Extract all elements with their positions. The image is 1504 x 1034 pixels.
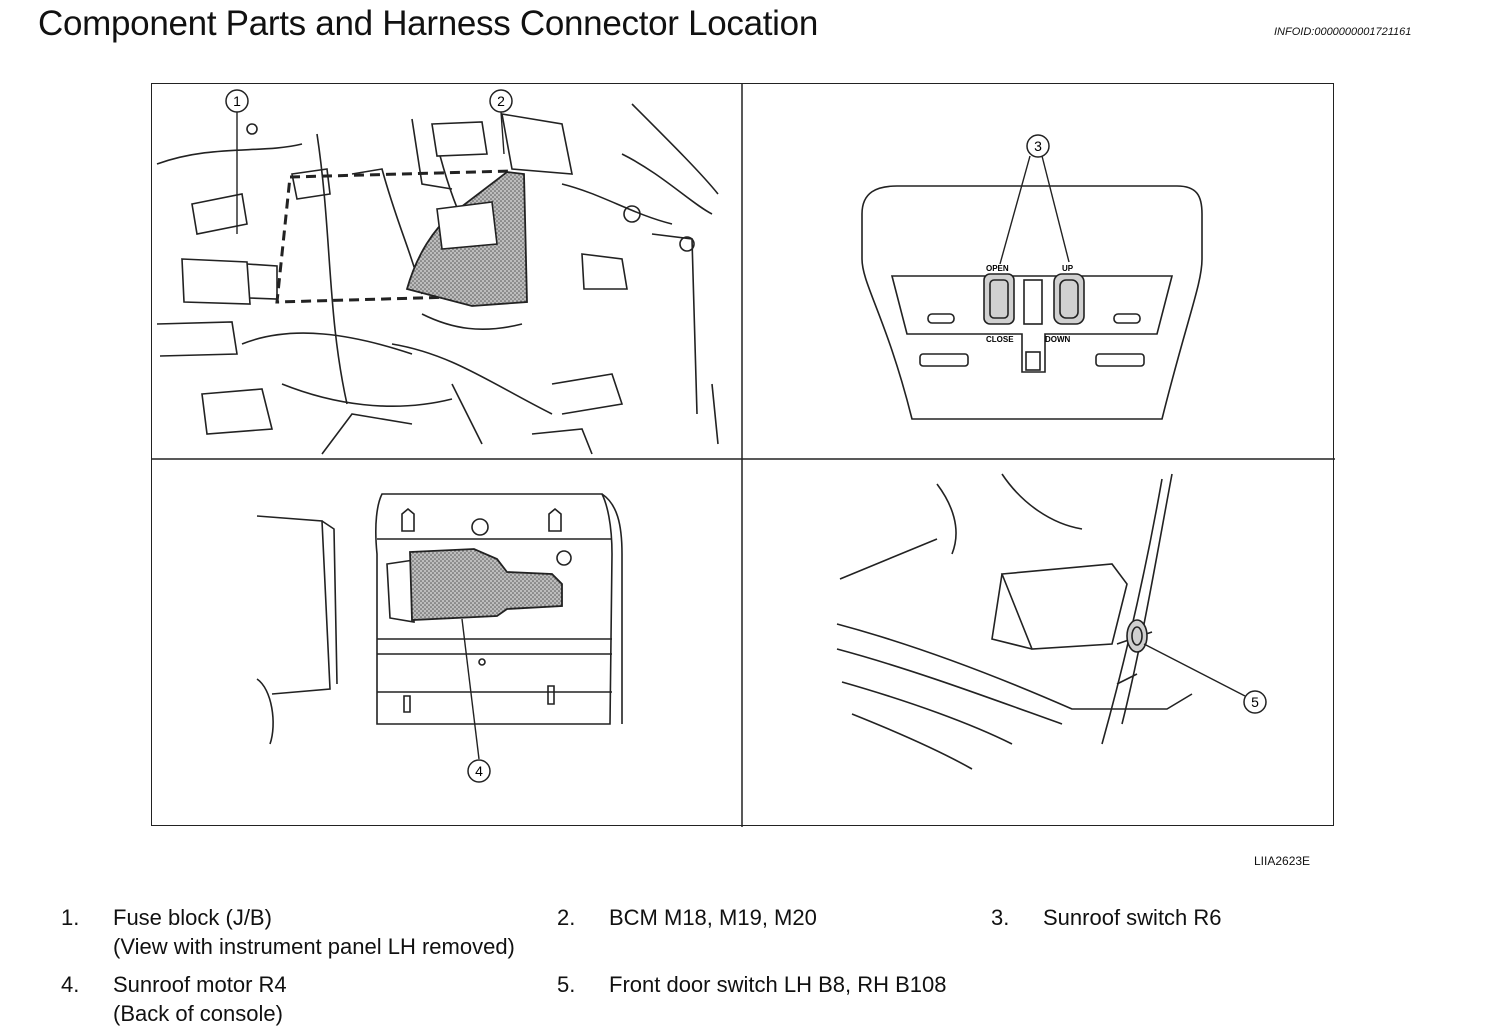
callout-circles xyxy=(225,89,1267,783)
callout-3 xyxy=(1026,134,1050,158)
figure-code: LIIA2623E xyxy=(1254,854,1311,868)
close-label: CLOSE xyxy=(986,335,1014,344)
callout-5 xyxy=(1243,690,1267,714)
legend-line1: BCM M18, M19, M20 xyxy=(609,905,817,930)
legend-number: 2. xyxy=(557,905,576,930)
panel-overhead-console xyxy=(861,185,1203,420)
legend-line1: Fuse block (J/B) xyxy=(113,905,272,930)
callout-5-label: 5 xyxy=(1251,694,1259,710)
legend-line1: Front door switch LH B8, RH B108 xyxy=(609,972,947,997)
legend-text: Fuse block (J/B) (View with instrument p… xyxy=(113,903,515,961)
component-location-figure: OPEN UP CLOSE DOWN xyxy=(151,83,1335,827)
callout-2 xyxy=(489,89,513,113)
legend-number: 4. xyxy=(61,972,80,997)
panel-door-switch xyxy=(836,473,1193,770)
legend-number: 3. xyxy=(991,905,1010,930)
callout-3-label: 3 xyxy=(1034,138,1042,154)
fuse-block-outline xyxy=(275,169,514,304)
page-title: Component Parts and Harness Connector Lo… xyxy=(38,4,818,43)
legend-line2: (Back of console) xyxy=(113,1001,283,1026)
legend-line2: (View with instrument panel LH removed) xyxy=(113,934,515,959)
legend-number: 1. xyxy=(61,905,80,930)
info-id: INFOID:0000000001721161 xyxy=(1274,26,1412,38)
callout-2-label: 2 xyxy=(497,93,505,109)
sunroof-motor-shaded xyxy=(409,548,563,621)
figure-illustration: OPEN UP CLOSE DOWN xyxy=(152,84,1335,827)
callout-1-label: 1 xyxy=(233,93,241,109)
down-label: DOWN xyxy=(1045,335,1071,344)
legend-number: 5. xyxy=(557,972,576,997)
legend-line1: Sunroof switch R6 xyxy=(1043,905,1222,930)
legend-line1: Sunroof motor R4 xyxy=(113,972,287,997)
legend-text: Sunroof motor R4 (Back of console) xyxy=(113,970,287,1028)
open-label: OPEN xyxy=(986,264,1009,273)
callout-4-label: 4 xyxy=(475,763,483,779)
callout-4 xyxy=(467,759,491,783)
callout-1 xyxy=(225,89,249,113)
up-label: UP xyxy=(1062,264,1074,273)
